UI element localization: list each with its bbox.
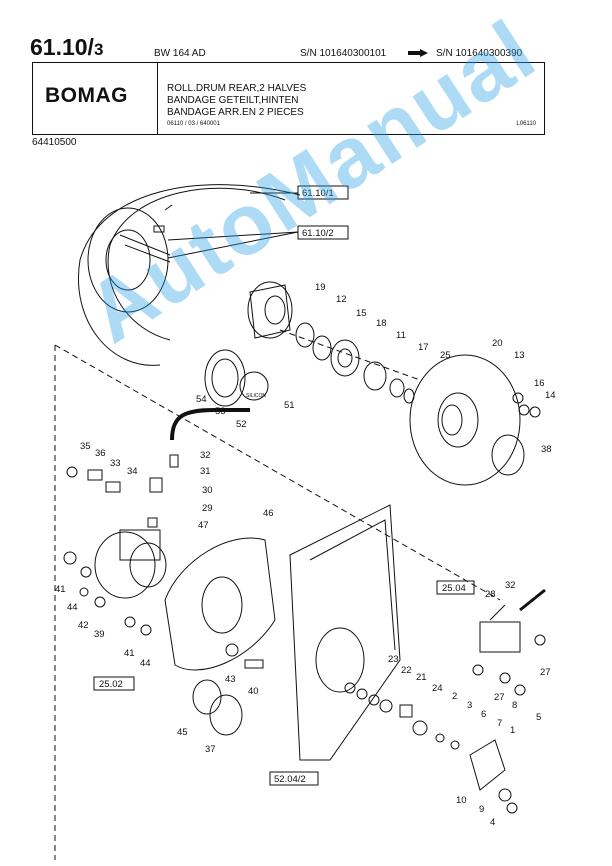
callout: 8 [512,700,517,711]
serial-from: S/N 101640300101 [300,48,387,59]
assembly-lines [54,329,501,860]
callout: 46 [263,508,274,519]
mounting-plate [164,537,276,671]
callout: 51 [284,400,295,411]
callout: 52 [236,419,247,430]
callout: 23 [388,654,399,665]
callout: 16 [534,378,545,389]
callout: 30 [202,485,213,496]
callout: 32 [505,580,516,591]
title-fr: BANDAGE ARR.EN 2 PIECES [167,107,304,118]
callout: 7 [497,718,502,729]
callout: 33 [110,458,121,469]
callout: 28 [485,589,496,600]
logo-cell: BOMAG [33,63,158,134]
callout: 20 [492,338,503,349]
bearing-series [295,322,415,404]
hub-flange [247,281,293,339]
callout: 41 [124,648,135,659]
callout: 27 [540,667,551,678]
callout: 17 [418,342,429,353]
callout: 31 [200,466,211,477]
ref-25-02: 25.02 [99,679,123,690]
callout: 10 [456,795,467,806]
callout: 32 [200,450,211,461]
callout: 27 [494,692,505,703]
boxed-refs [93,185,475,786]
callout: 14 [545,390,556,401]
callout: 4 [490,817,495,828]
callout: 18 [376,318,387,329]
fittings-group [66,454,179,528]
serial-to: S/N 101640300390 [436,48,523,59]
callout: 38 [541,444,552,455]
callout: 15 [356,308,367,319]
callout: 2 [452,691,457,702]
drawing-reference: L06110 [516,121,536,127]
callout: 5 [536,712,541,723]
callout: 1 [510,725,515,736]
bracket [289,504,401,761]
callout: 40 [248,686,259,697]
title-de: BANDAGE GETEILT,HINTEN [167,95,299,106]
callout: 9 [479,804,484,815]
title-block: ROLL.DRUM REAR,2 HALVES BANDAGE GETEILT,… [167,83,306,119]
model-label: BW 164 AD [154,48,206,59]
ref-61-10-2: 61.10/2 [302,228,334,239]
callout: 47 [198,520,209,531]
hydraulic-hose [170,408,250,441]
ref-61-10-1: 61.10/1 [302,188,334,199]
arrow-right-icon [408,49,428,57]
title-en: ROLL.DRUM REAR,2 HALVES [167,83,307,94]
callout: 11 [396,330,406,341]
callout: 37 [205,744,216,755]
callout: 44 [140,658,151,669]
ref-25-04: 25.04 [442,583,466,594]
callout: 53 [215,406,226,417]
callout: 45 [177,727,188,738]
callout: 36 [95,448,106,459]
document-codes: 06110 / 03 / 640001 [167,121,220,127]
bomag-logo: BOMAG [45,84,128,107]
callout: 13 [514,350,525,361]
callout: 19 [315,282,326,293]
title-box: BOMAG ROLL.DRUM REAR,2 HALVES BANDAGE GE… [32,62,545,135]
callout: 41 [55,584,66,595]
callout: 21 [416,672,427,683]
drum-flange [409,354,525,486]
callout: 6 [481,709,486,720]
callout: 29 [202,503,213,514]
callout: 54 [196,394,207,405]
ref-52-04-2: 52.04/2 [274,774,306,785]
part-number: 64410500 [32,137,77,148]
silicon-tube [239,371,269,401]
callout: 35 [80,441,91,452]
callout: 39 [94,629,105,640]
callout: 24 [432,683,443,694]
callout: 25 [440,350,451,361]
seal-ring [204,349,246,407]
callout: 12 [336,294,347,305]
callout: 22 [401,665,412,676]
page-number: 61.10/3 [30,34,104,60]
callout: 43 [225,674,236,685]
silicon-label: SILICON [246,393,266,399]
callout: 44 [67,602,78,613]
drum-half [78,184,301,366]
flange-coupling [469,739,506,791]
drive-motor [94,529,167,599]
callout: 42 [78,620,89,631]
valve-block [479,621,521,653]
callout: 34 [127,466,138,477]
callout: 3 [467,700,472,711]
